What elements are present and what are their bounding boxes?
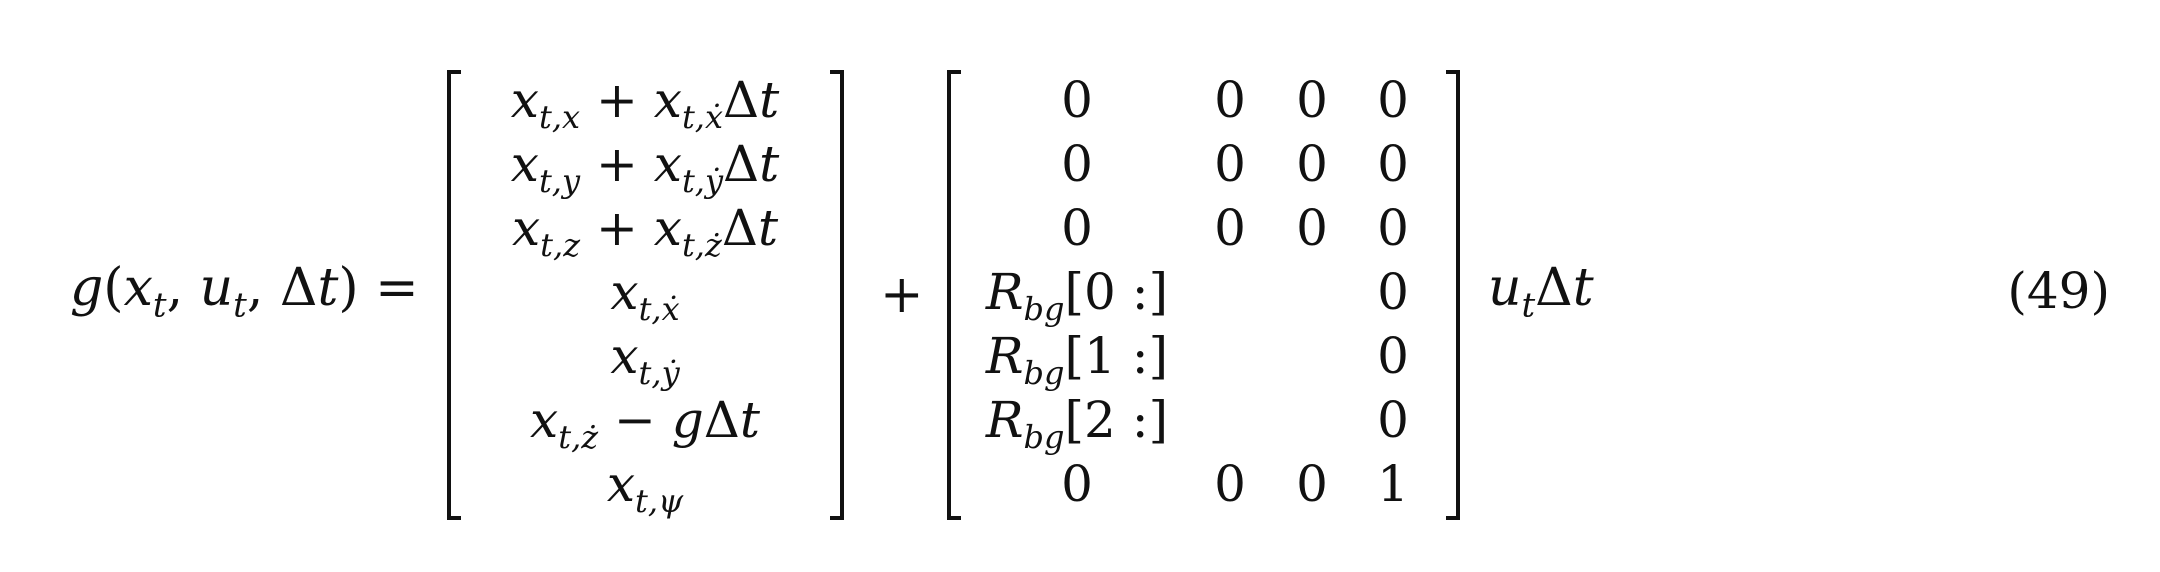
matrix-right-bracket xyxy=(1446,70,1460,520)
matrix-cell: 0 xyxy=(1061,199,1093,257)
matrix-cell: 0 xyxy=(1214,199,1246,257)
matrix-cell: 0 xyxy=(1377,391,1409,449)
vector-row-5: xt,ẏ xyxy=(610,327,680,392)
matrix-cell: 0 xyxy=(1377,71,1409,129)
matrix-cell: 0 xyxy=(1061,71,1093,129)
matrix-cell: 0 xyxy=(1296,455,1328,513)
matrix-cell: 0 xyxy=(1214,135,1246,193)
matrix-cell: 0 xyxy=(1296,71,1328,129)
matrix-cell: 0 xyxy=(1377,327,1409,385)
matrix-cell: 0 xyxy=(1061,135,1093,193)
equation-number: (49) xyxy=(2007,262,2110,320)
vector-left-bracket xyxy=(447,70,461,520)
matrix-cell-rbg-1: Rbg[1 :] xyxy=(985,327,1169,392)
plus-sign: + xyxy=(880,265,924,325)
vector-row-7: xt,ψ xyxy=(606,455,684,520)
matrix-cell: 0 xyxy=(1296,199,1328,257)
matrix-cell-rbg-0: Rbg[0 :] xyxy=(985,263,1169,328)
matrix-cell: 0 xyxy=(1296,135,1328,193)
vector-right-bracket xyxy=(830,70,844,520)
matrix-cell: 1 xyxy=(1377,455,1409,513)
vector-row-2: xt,y + xt,ẏΔt xyxy=(510,135,780,200)
trailing-term: utΔt xyxy=(1488,258,1594,326)
matrix-cell: 0 xyxy=(1377,199,1409,257)
matrix-cell-rbg-2: Rbg[2 :] xyxy=(985,391,1169,456)
vector-row-6: xt,ż − gΔt xyxy=(530,391,760,456)
vector-row-4: xt,ẋ xyxy=(610,263,680,328)
matrix-cell: 0 xyxy=(1214,455,1246,513)
matrix-cell: 0 xyxy=(1061,455,1093,513)
vector-row-3: xt,z + xt,żΔt xyxy=(511,199,779,264)
matrix-left-bracket xyxy=(947,70,961,520)
matrix-cell: 0 xyxy=(1377,135,1409,193)
vector-row-1: xt,x + xt,ẋΔt xyxy=(510,71,780,136)
matrix-cell: 0 xyxy=(1214,71,1246,129)
equation-lhs: g(xt, ut, Δt) = xyxy=(70,258,419,326)
matrix-cell: 0 xyxy=(1377,263,1409,321)
